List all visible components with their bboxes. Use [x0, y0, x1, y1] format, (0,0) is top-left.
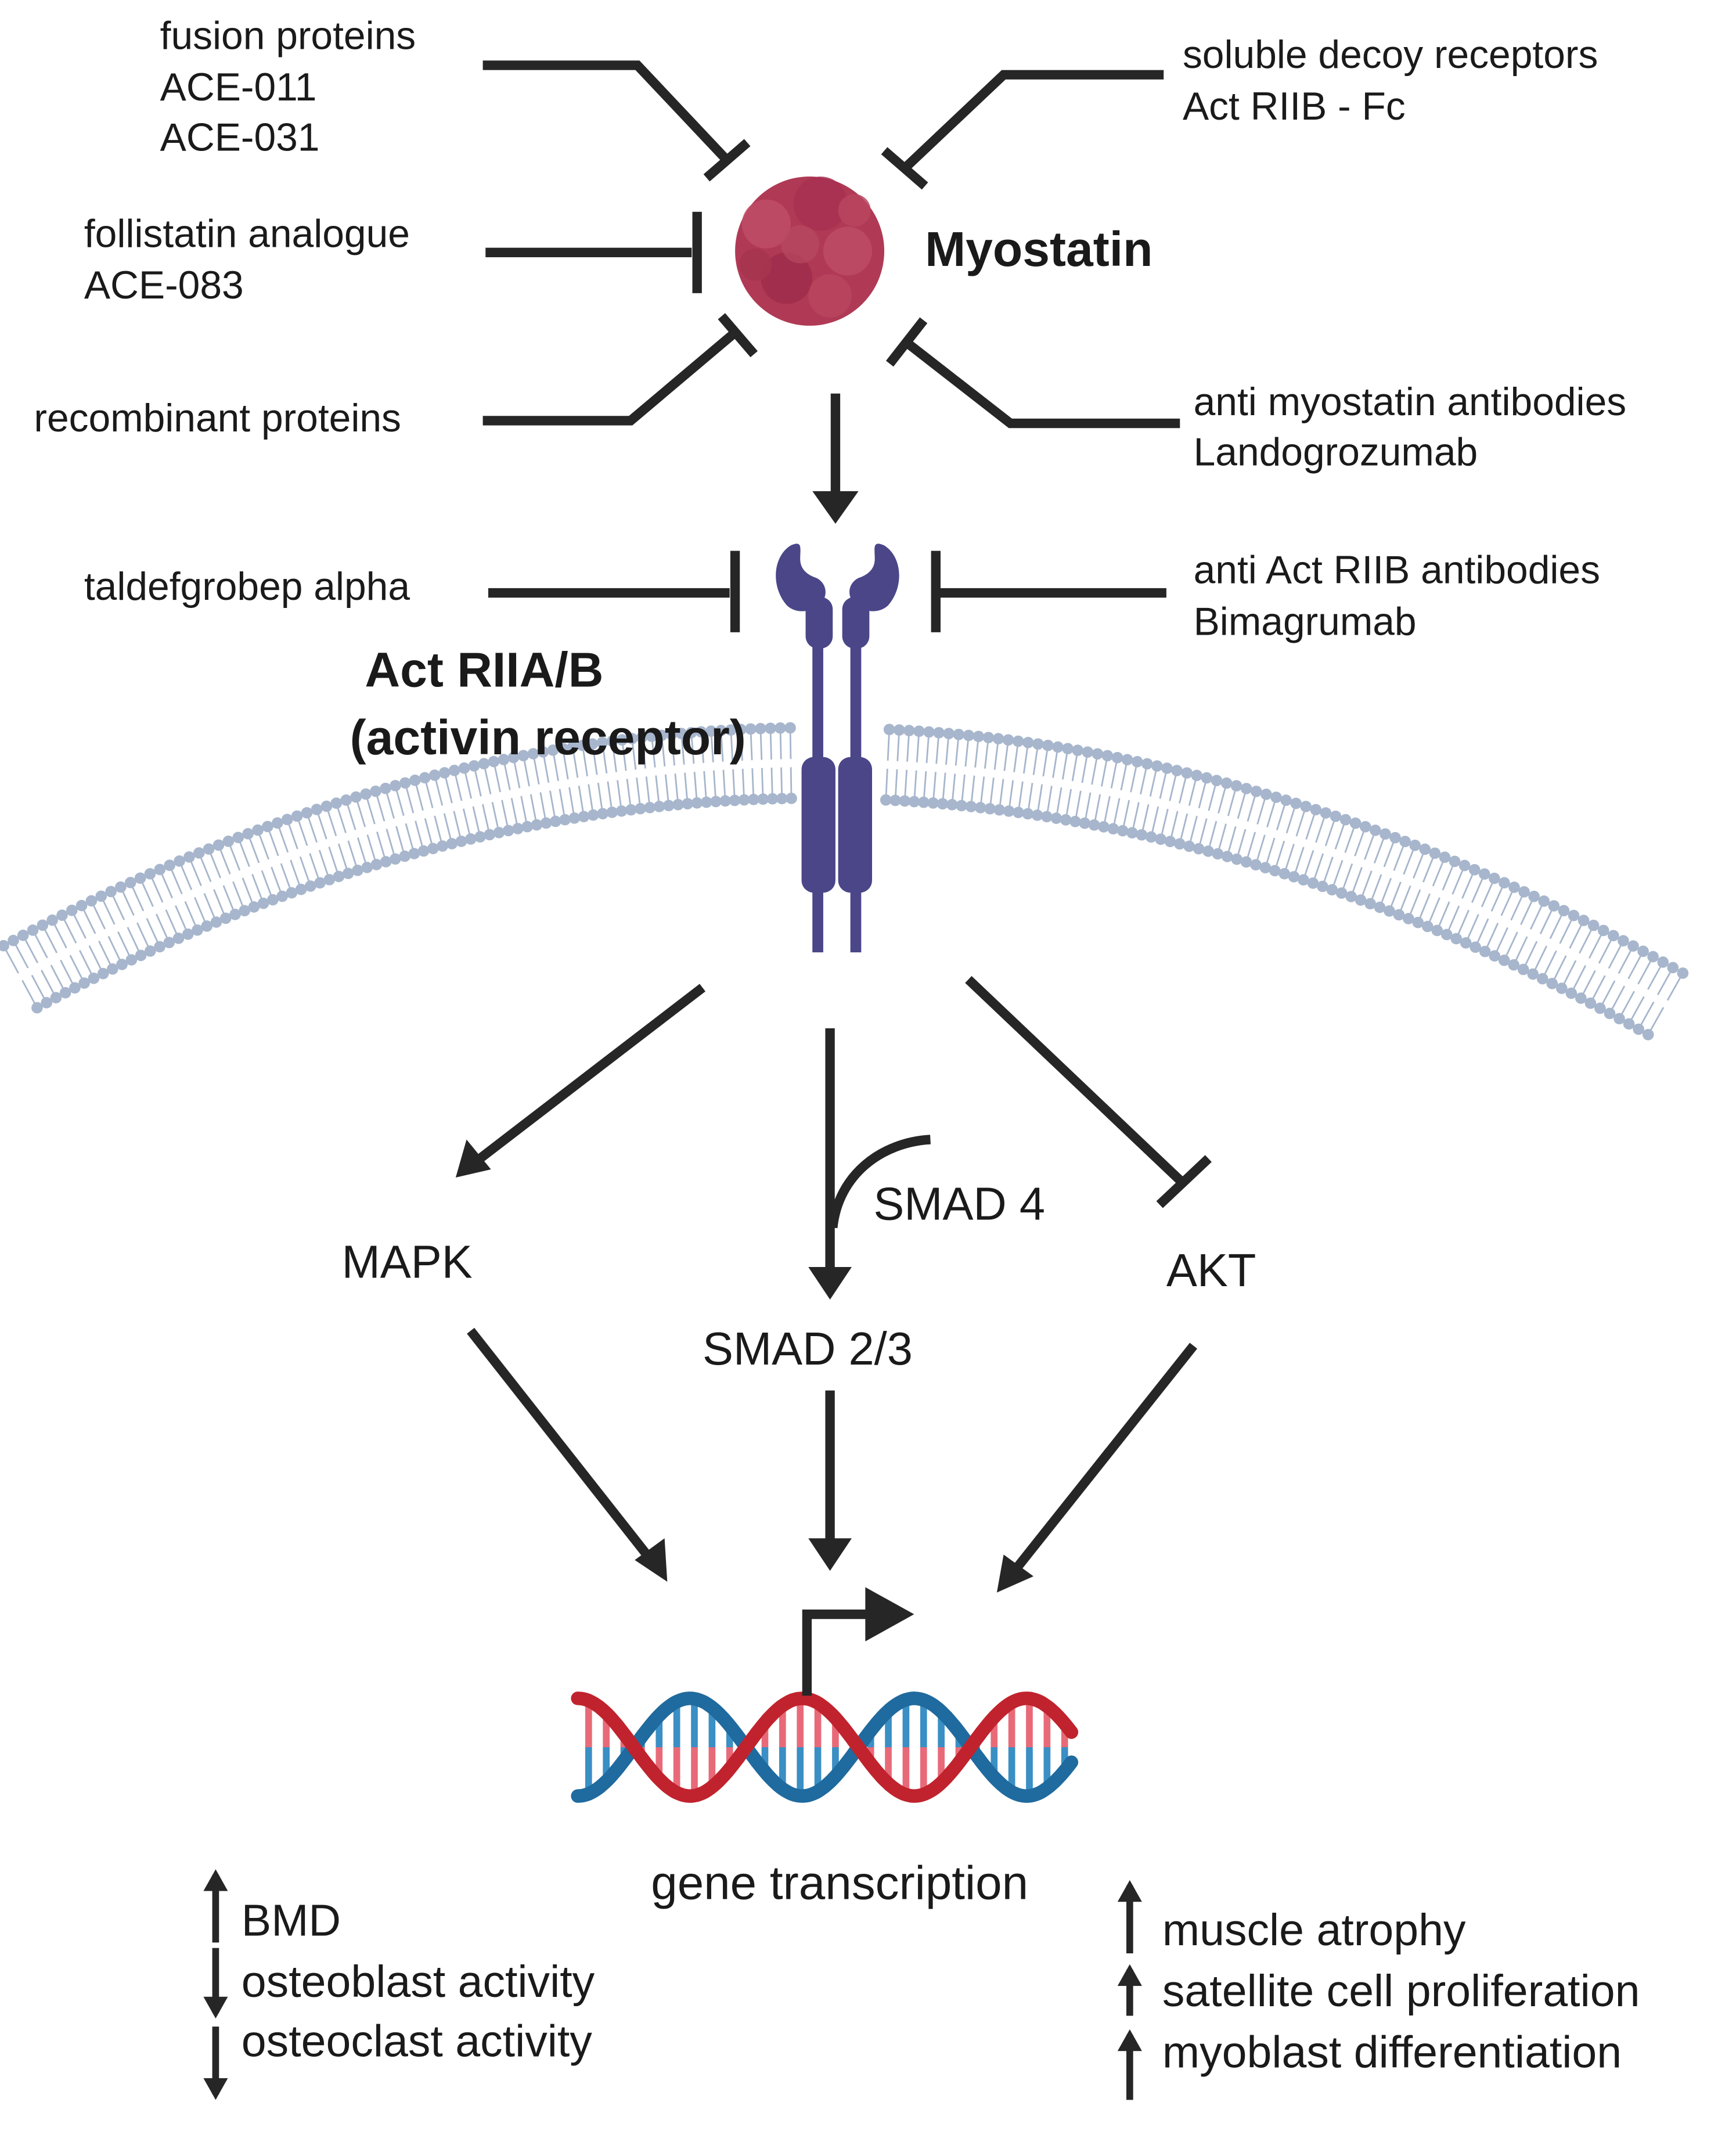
muscle-effects-list: muscle atrophy satellite cell proliferat…	[1162, 1905, 1640, 2077]
smad4-label: SMAD 4	[873, 1178, 1045, 1229]
smad23-label: SMAD 2/3	[703, 1323, 913, 1374]
bone-effect-item: BMD	[242, 1896, 341, 1946]
bone-effect-item: osteoblast activity	[242, 1957, 595, 2007]
akt-label: AKT	[1166, 1244, 1256, 1296]
recombinant-proteins-label: recombinant proteins	[34, 397, 401, 440]
inhibitor-lines-receptor	[488, 550, 1166, 632]
follistatin-analogue-label: follistatin analogue ACE-083	[84, 212, 421, 307]
anti-myostatin-antibodies-label: anti myostatin antibodies Landogrozumab	[1194, 380, 1637, 474]
fusion-proteins-label: fusion proteins ACE-011 ACE-031	[160, 14, 427, 159]
bone-effects-list: BMD osteoblast activity osteoclast activ…	[242, 1896, 595, 2067]
gene-transcription-label: gene transcription	[651, 1857, 1028, 1910]
receptor-name-label: Act RIIA/B (activin receptor)	[350, 642, 746, 765]
myostatin-label: Myostatin	[925, 222, 1152, 276]
inhibitor-lines-myostatin	[482, 60, 1180, 429]
dna-double-helix	[571, 1691, 1079, 1803]
muscle-effect-item: muscle atrophy	[1162, 1905, 1466, 1955]
activin-receptor	[776, 544, 899, 953]
taldefgrobep-label: taldefgrobep alpha	[84, 565, 410, 609]
signalling-arrows	[455, 976, 1212, 1593]
muscle-effects-arrows	[1117, 1880, 1142, 2100]
anti-actriib-antibodies-label: anti Act RIIB antibodies Bimagrumab	[1194, 549, 1611, 644]
muscle-effect-item: myoblast differentiation	[1162, 2027, 1622, 2077]
decoy-receptors-label: soluble decoy receptors Act RIIB - Fc	[1183, 33, 1609, 128]
mapk-label: MAPK	[342, 1236, 473, 1288]
cell-membrane	[0, 722, 1689, 1041]
bone-effect-item: osteoclast activity	[242, 2017, 592, 2067]
myostatin-protein	[735, 176, 885, 326]
transcription-start-arrow	[802, 1587, 914, 1696]
bone-effects-arrows	[203, 1869, 228, 2100]
muscle-effect-item: satellite cell proliferation	[1162, 1966, 1640, 2016]
